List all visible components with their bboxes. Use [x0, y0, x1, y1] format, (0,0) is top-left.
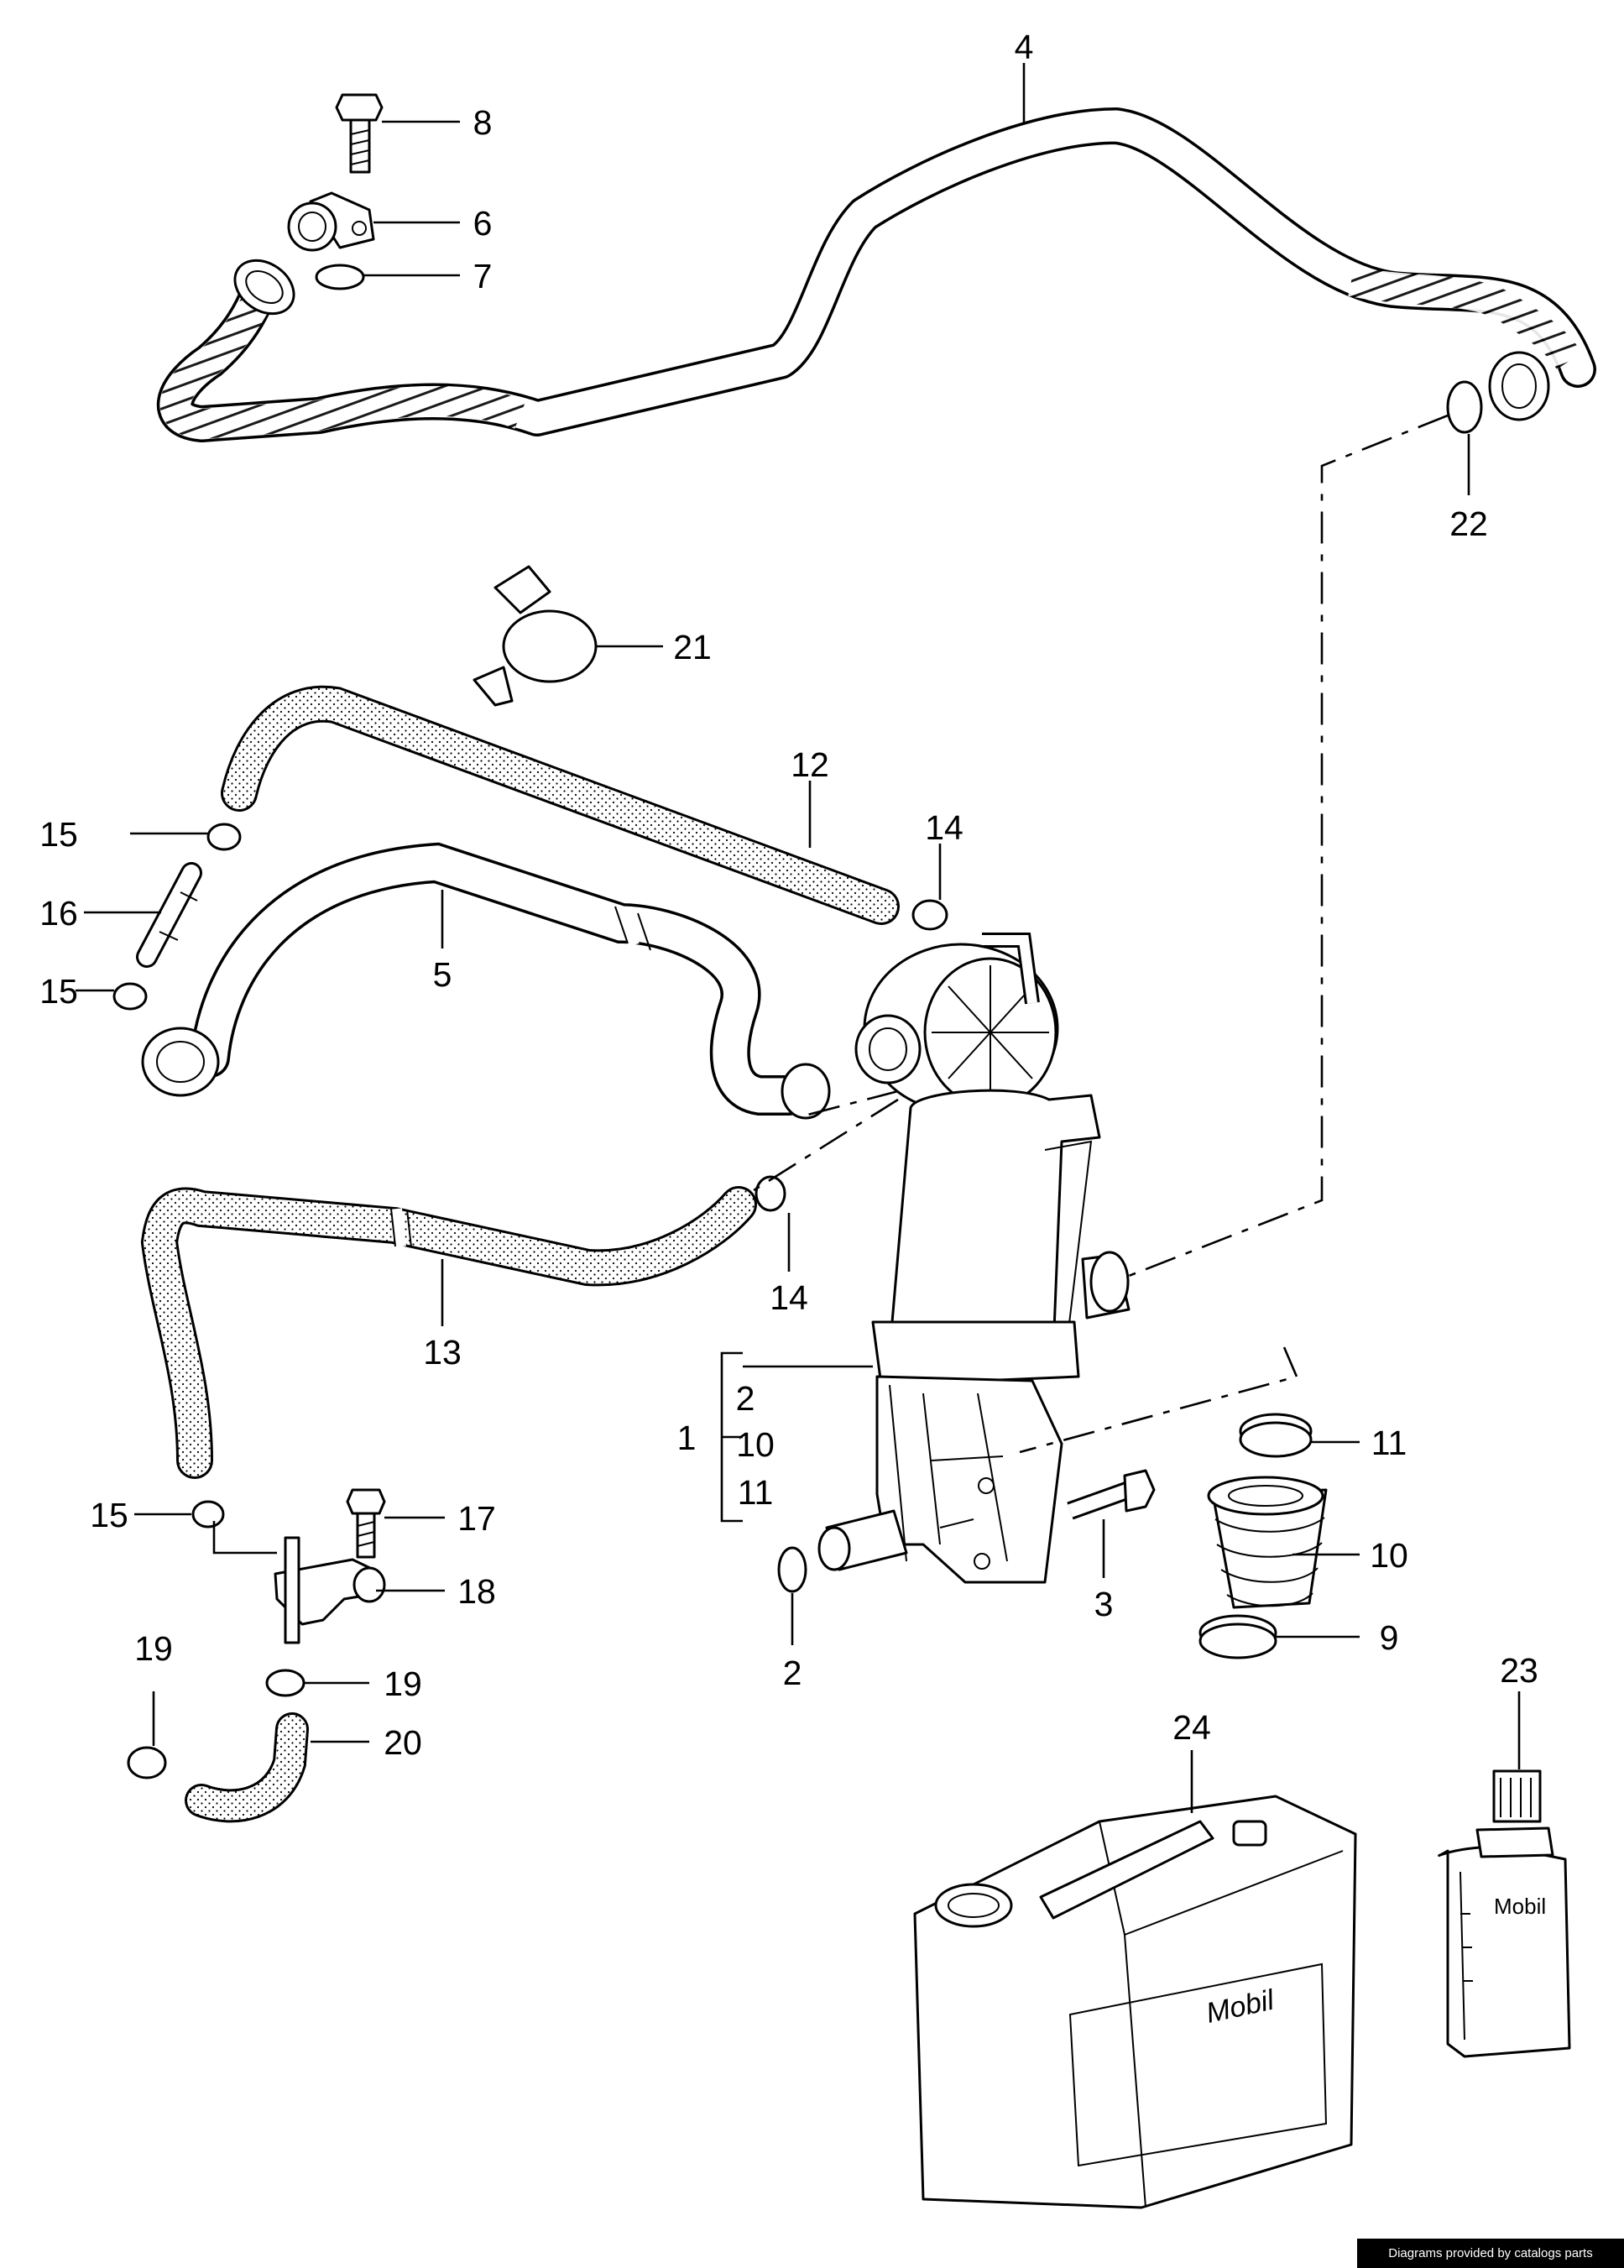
bracket-18[interactable]: [274, 1536, 386, 1644]
callout-14a: 14: [925, 808, 963, 847]
callout-21: 21: [673, 628, 712, 666]
callout-13: 13: [423, 1333, 462, 1372]
callout-19a: 19: [134, 1629, 173, 1668]
oil-separator-1[interactable]: [817, 933, 1131, 1584]
callout-22: 22: [1449, 504, 1488, 543]
callout-5: 5: [433, 955, 452, 994]
callout-10: 10: [1370, 1536, 1408, 1575]
clamp-11[interactable]: [1239, 1413, 1313, 1458]
clamp-21[interactable]: [473, 565, 598, 707]
clamp-15a[interactable]: [206, 823, 242, 851]
connector-16[interactable]: [136, 862, 202, 968]
callout-2: 2: [783, 1654, 802, 1692]
callout-20: 20: [384, 1723, 422, 1762]
hose-12[interactable]: [221, 685, 900, 925]
clamp-9[interactable]: [1198, 1614, 1277, 1659]
callout-1: 1: [677, 1419, 697, 1457]
o-ring-22[interactable]: [1446, 380, 1483, 434]
o-ring-7[interactable]: [315, 264, 365, 290]
o-ring-2[interactable]: [777, 1546, 807, 1593]
credit-footer: Diagrams provided by catalogs parts: [1357, 2239, 1624, 2268]
callout-10b: 10: [736, 1425, 775, 1464]
clamp-14a[interactable]: [911, 899, 948, 931]
clamp-19a[interactable]: [127, 1746, 167, 1779]
callout-7: 7: [473, 257, 493, 295]
callout-23: 23: [1500, 1651, 1538, 1690]
clamp-15c[interactable]: [191, 1500, 225, 1529]
callout-6: 6: [473, 204, 493, 243]
bolt-8[interactable]: [335, 93, 384, 174]
callout-19b: 19: [384, 1664, 422, 1703]
callout-4: 4: [1015, 28, 1034, 66]
callout-labels: 4 8 6 7 22 21 12 14 15 16 15 5 14 13 2 1…: [39, 28, 1538, 1762]
callout-11: 11: [1371, 1424, 1407, 1462]
bottle-brand: Mobil: [1494, 1894, 1546, 1919]
callout-9: 9: [1380, 1618, 1399, 1657]
callout-12: 12: [791, 745, 829, 784]
assembly-lines: [750, 414, 1449, 1454]
callout-11b: 11: [738, 1473, 774, 1512]
callout-17: 17: [457, 1499, 496, 1538]
callout-2b: 2: [736, 1379, 755, 1418]
leader-lines: [76, 63, 1521, 1813]
callout-15c: 15: [90, 1496, 128, 1534]
clamp-15b[interactable]: [112, 982, 148, 1011]
clamp-19b[interactable]: [265, 1669, 305, 1697]
bellows-10[interactable]: [1207, 1476, 1328, 1609]
callout-14b: 14: [770, 1278, 808, 1317]
jerrycan-24[interactable]: Mobil: [913, 1795, 1357, 2209]
bolt-17[interactable]: [346, 1488, 386, 1559]
breather-pipe-4[interactable]: [156, 107, 1596, 442]
clamp-14b[interactable]: [755, 1175, 786, 1212]
hose-20[interactable]: [185, 1712, 309, 1823]
hose-13[interactable]: [140, 1186, 757, 1479]
callout-18: 18: [457, 1572, 496, 1611]
callout-24: 24: [1172, 1708, 1211, 1747]
callout-3: 3: [1094, 1585, 1114, 1623]
callout-15b: 15: [39, 972, 78, 1011]
callout-15a: 15: [39, 815, 78, 854]
elbow-flange-6[interactable]: [287, 191, 375, 252]
hose-5[interactable]: [141, 842, 831, 1120]
bolt-3[interactable]: [1067, 1469, 1156, 1520]
callout-16: 16: [39, 894, 78, 933]
oil-bottle-23[interactable]: Mobil: [1438, 1769, 1571, 2058]
callout-8: 8: [473, 103, 493, 142]
